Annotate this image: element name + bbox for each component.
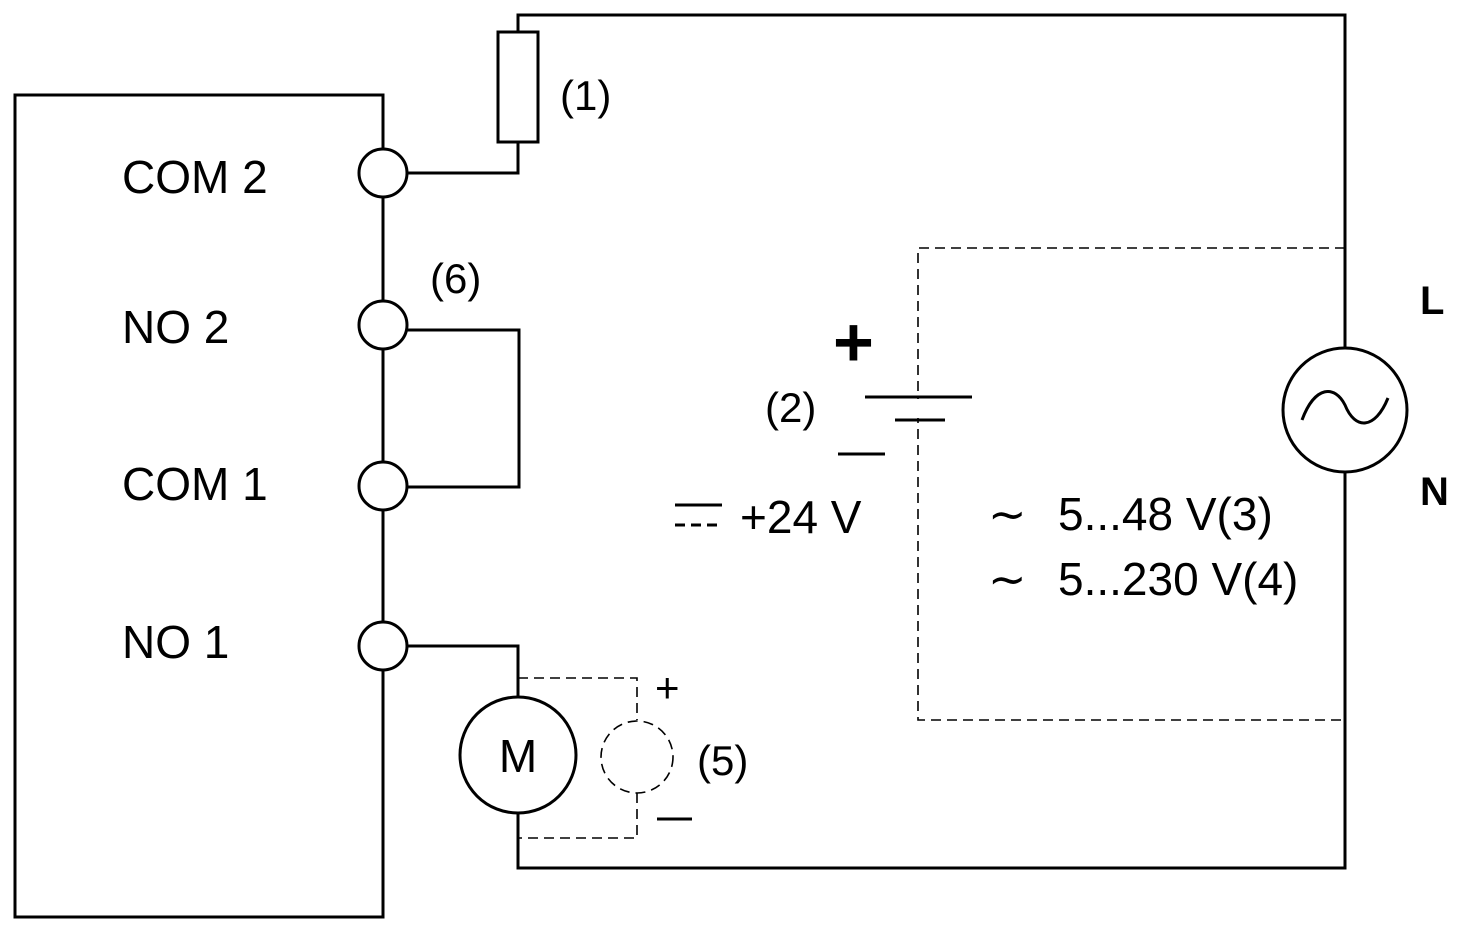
terminal-com2 bbox=[357, 147, 409, 199]
line-label: L bbox=[1420, 279, 1444, 323]
dc-load-icon bbox=[600, 720, 674, 794]
terminal-no2 bbox=[357, 299, 409, 351]
terminal-label-no1: NO 1 bbox=[122, 616, 229, 668]
neutral-wire bbox=[516, 472, 1347, 870]
jumper-wire bbox=[407, 328, 521, 489]
dc-voltage-label: +24 V bbox=[740, 491, 862, 543]
battery-gap bbox=[910, 399, 926, 418]
fuse-icon bbox=[496, 30, 540, 144]
motor-label: M bbox=[499, 730, 537, 782]
line-wire bbox=[516, 13, 1347, 348]
fuse-label: (1) bbox=[560, 72, 611, 119]
motor-icon bbox=[458, 695, 578, 815]
ac-tilde-1: ∼ bbox=[988, 488, 1027, 540]
ac-tilde-2: ∼ bbox=[988, 553, 1027, 605]
terminal-label-no2: NO 2 bbox=[122, 301, 229, 353]
jumper-label: (6) bbox=[430, 255, 481, 302]
ac-source-icon bbox=[1281, 346, 1409, 474]
terminal-label-com1: COM 1 bbox=[122, 458, 268, 510]
sine-wave-icon bbox=[1300, 390, 1390, 425]
dc-load-label: (5) bbox=[697, 737, 748, 784]
neutral-label: N bbox=[1420, 470, 1449, 514]
no1-wire bbox=[407, 644, 520, 697]
com2-wire bbox=[407, 142, 520, 175]
battery-plus: + bbox=[833, 303, 874, 381]
dc-load-wire-bottom bbox=[518, 793, 638, 839]
ac-voltage-1: 5...48 V(3) bbox=[1058, 488, 1273, 540]
ac-voltage-2: 5...230 V(4) bbox=[1058, 553, 1298, 605]
terminal-label-com2: COM 2 bbox=[122, 151, 268, 203]
terminal-no1 bbox=[357, 620, 409, 672]
dc-supply-label: (2) bbox=[765, 384, 816, 431]
terminal-com1 bbox=[357, 460, 409, 512]
dc-supply-dashed-wire bbox=[917, 247, 1345, 721]
dc-load-plus: + bbox=[655, 664, 680, 711]
dc-load-wire-top bbox=[518, 677, 638, 720]
